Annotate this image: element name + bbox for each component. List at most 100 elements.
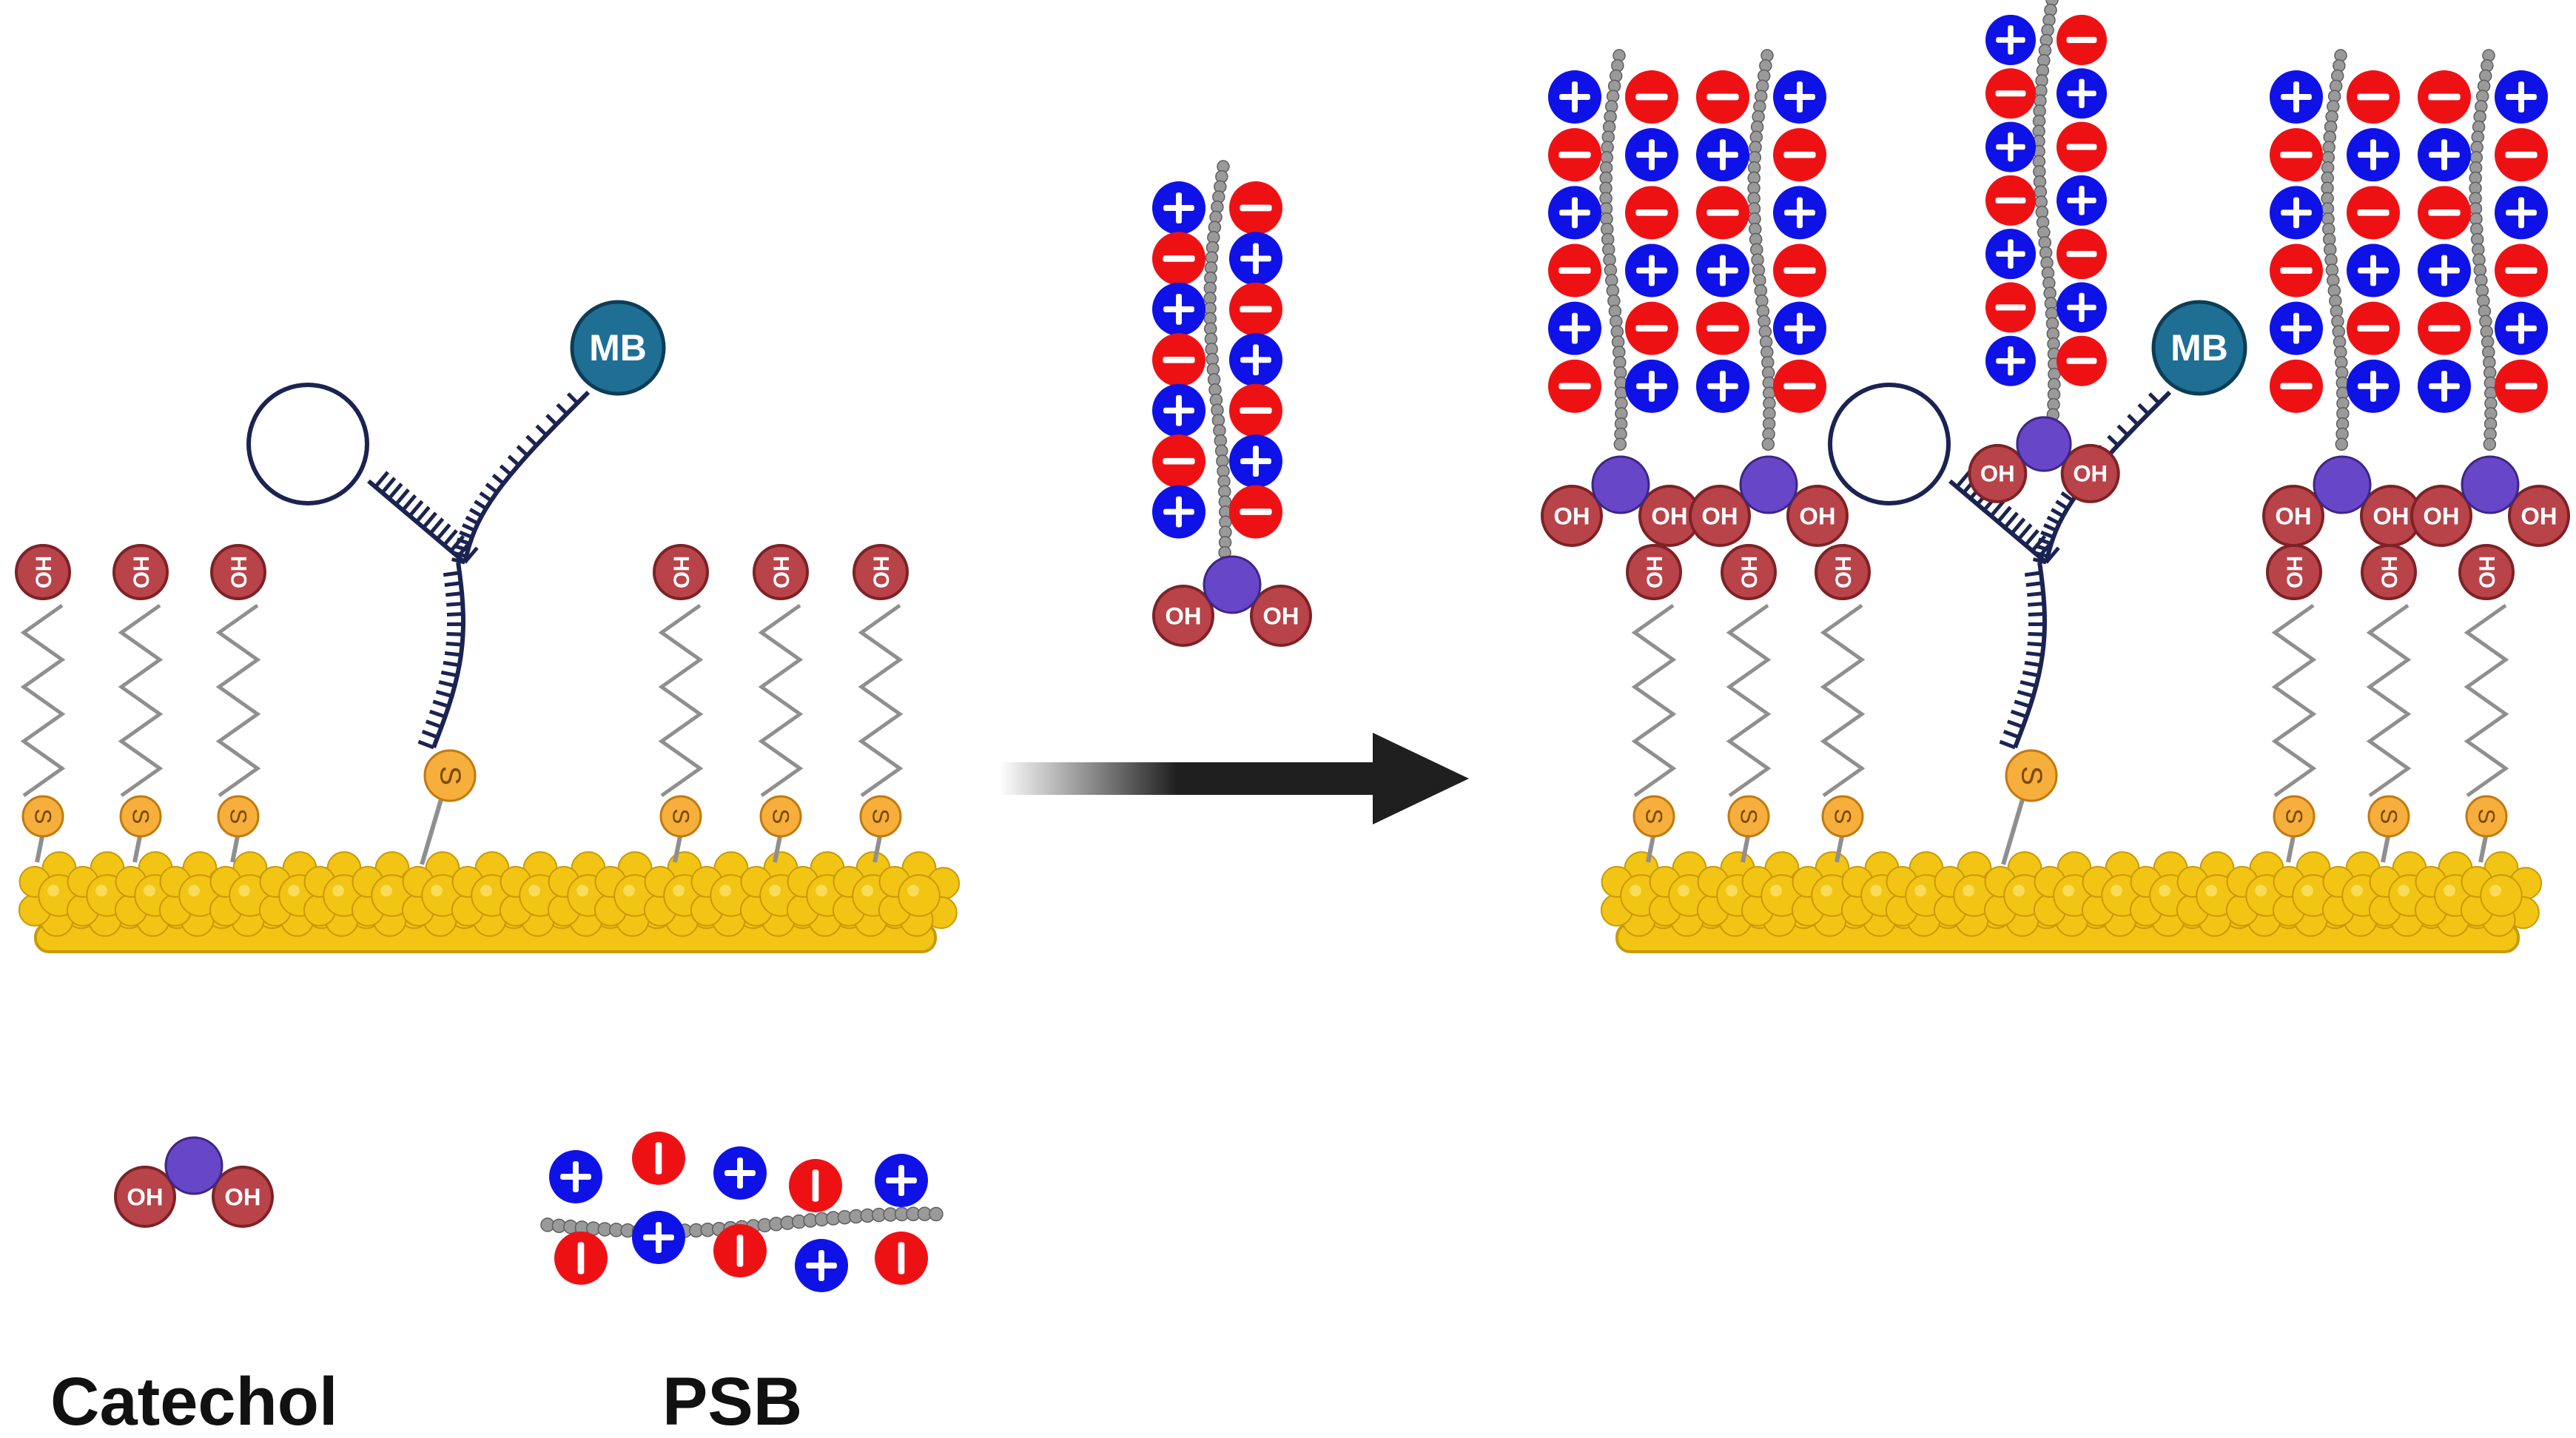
- plus-sign-icon: [2057, 175, 2107, 226]
- catechol-label: Catechol: [50, 1364, 338, 1438]
- hydroxyl-group: HO: [2458, 544, 2515, 600]
- plus-sign-icon: [1985, 15, 2036, 65]
- minus-sign-icon: [2270, 128, 2323, 182]
- sulfur-label: S: [2281, 809, 2307, 824]
- hydroxyl-group: HO: [2361, 544, 2417, 600]
- plus-sign-icon: [1773, 186, 1826, 240]
- minus-sign-icon: [1773, 243, 1826, 298]
- plus-sign-icon: [875, 1154, 928, 1207]
- sulfur-atom: S: [1821, 795, 1864, 838]
- gold-nanoparticle: [878, 851, 961, 937]
- aptamer-probe-strand: SMB: [1828, 300, 2247, 865]
- hydroxyl-label: HO: [1642, 556, 1667, 588]
- alkanethiol-spacer: S HO: [2266, 544, 2322, 863]
- hydroxyl-label: HO: [31, 556, 56, 588]
- plus-sign-icon: [1548, 186, 1601, 240]
- sulfur-label: S: [1830, 809, 1856, 824]
- hydroxyl-group: OH: [2262, 485, 2324, 547]
- sulfur-label: S: [2376, 809, 2402, 824]
- minus-sign-icon: [1548, 128, 1601, 182]
- alkanethiol-spacer: SHO: [112, 544, 169, 863]
- aptamer-probe: SMB: [1828, 300, 2247, 865]
- minus-sign-icon: [1985, 175, 2036, 226]
- plus-sign-icon: [2495, 70, 2548, 124]
- plus-sign-icon: [2270, 301, 2323, 355]
- hydroxyl-label: HO: [226, 556, 251, 588]
- sulfur-label: S: [768, 809, 794, 824]
- minus-sign-icon: [1696, 186, 1749, 240]
- minus-sign-icon: [2347, 70, 2400, 124]
- gold-nanostructures: [1600, 851, 2543, 937]
- hydroxyl-label: OH: [1165, 602, 1201, 630]
- alkanethiol-spacer: S HO: [2361, 544, 2417, 863]
- minus-sign-icon: [2347, 301, 2400, 355]
- plus-sign-icon: [2418, 128, 2471, 182]
- sulfur-atom: S: [2367, 795, 2410, 838]
- minus-sign-icon: [1229, 383, 1282, 437]
- minus-sign-icon: [1985, 282, 2036, 333]
- sulfur-atom: S: [423, 749, 477, 802]
- minus-sign-icon: [1625, 70, 1678, 124]
- catechol-group: OH OH: [1152, 555, 1312, 647]
- plus-sign-icon: [1625, 128, 1678, 182]
- plus-sign-icon: [2270, 186, 2323, 240]
- minus-sign-icon: [1985, 68, 2036, 119]
- minus-sign-icon: [713, 1224, 767, 1277]
- sulfur-label: S: [226, 809, 252, 824]
- sulfur-label: S: [2016, 766, 2048, 785]
- sulfur-atom: S: [217, 795, 260, 838]
- alkanethiol-spacer: S HO: [753, 544, 809, 863]
- minus-sign-icon: [2495, 243, 2548, 298]
- hydroxyl-group: OH: [1250, 585, 1312, 647]
- hydroxyl-label: HO: [869, 556, 893, 588]
- minus-sign-icon: [1152, 333, 1205, 387]
- psb-legend-icon: [540, 1132, 944, 1292]
- minus-sign-icon: [1696, 70, 1749, 124]
- minus-sign-icon: [1548, 359, 1601, 413]
- minus-sign-icon: [2347, 186, 2400, 240]
- methylene-blue-label: MB: [589, 327, 647, 369]
- hydroxyl-group: HO: [1626, 544, 1682, 600]
- polymer-backbone: [1599, 49, 1628, 451]
- polymer-backbone: [2469, 49, 2498, 451]
- minus-sign-icon: [2495, 128, 2548, 182]
- plus-sign-icon: [2057, 68, 2107, 119]
- gold-nanostructures: [18, 851, 961, 937]
- plus-sign-icon: [1985, 121, 2036, 172]
- minus-sign-icon: [1696, 301, 1749, 355]
- plus-sign-icon: [2347, 359, 2400, 413]
- plus-sign-icon: [1696, 359, 1749, 413]
- hydroxyl-group: OH: [1968, 443, 2028, 503]
- psb-catechol-molecule: OH OH: [1152, 160, 1312, 647]
- hydroxyl-label: HO: [769, 556, 793, 588]
- sulfur-label: S: [128, 809, 154, 824]
- plus-sign-icon: [1229, 232, 1282, 286]
- hydroxyl-label: OH: [2372, 503, 2409, 530]
- hydroxyl-label: OH: [2073, 460, 2108, 486]
- minus-sign-icon: [1229, 485, 1282, 539]
- minus-sign-icon: [1152, 232, 1205, 286]
- right-arrow-icon: [999, 733, 1469, 824]
- alkanethiol-spacer: SHO: [1815, 544, 1871, 863]
- hydroxyl-label: HO: [2475, 556, 2499, 588]
- plus-sign-icon: [2418, 359, 2471, 413]
- minus-sign-icon: [789, 1159, 842, 1212]
- polymer-backbone: [2032, 0, 2061, 422]
- plus-sign-icon: [549, 1150, 602, 1203]
- plus-sign-icon: [632, 1211, 685, 1264]
- plus-sign-icon: [795, 1239, 848, 1292]
- hydroxyl-group: OH: [2508, 485, 2570, 547]
- methylene-blue-tag: MB: [570, 300, 666, 396]
- sulfur-atom: S: [1632, 795, 1675, 838]
- polymer-backbone: [1203, 160, 1232, 570]
- plus-sign-icon: [1985, 335, 2036, 386]
- sulfur-atom: S: [2273, 795, 2316, 838]
- hydroxyl-group: OH: [114, 1166, 176, 1228]
- hydroxyl-group: HO: [2266, 544, 2322, 600]
- sulfur-label: S: [668, 809, 694, 824]
